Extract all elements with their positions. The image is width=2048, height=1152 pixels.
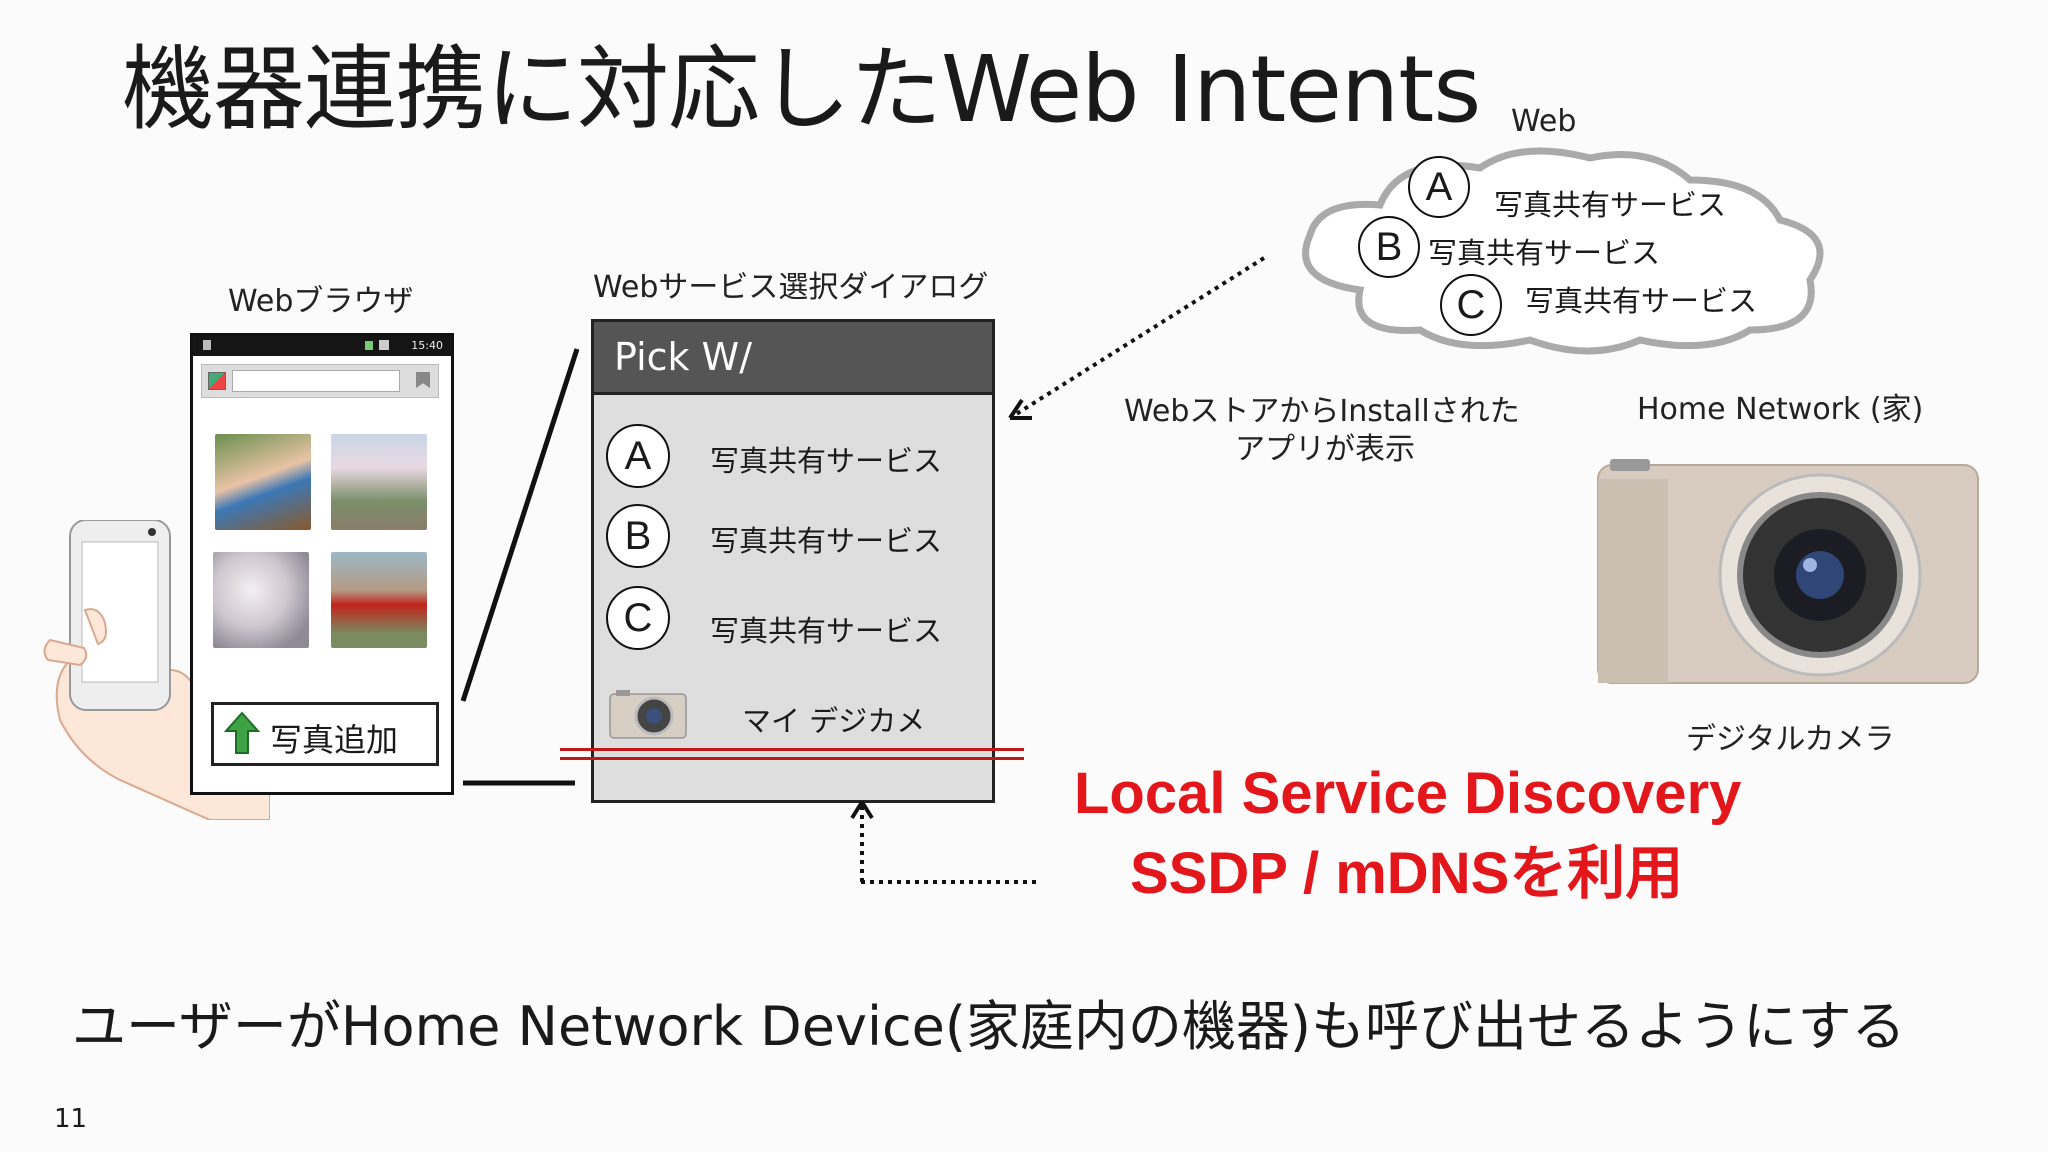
service-picker-dialog: Pick W/ A 写真共有サービス B 写真共有サービス C 写真共有サービス… (591, 319, 995, 803)
local-device-separator-line (560, 757, 1024, 760)
camera-caption: デジタルカメラ (1686, 722, 1895, 757)
page-number: 11 (54, 1104, 88, 1134)
cloud-service-label: 写真共有サービス (1494, 188, 1727, 222)
dialog-header: Pick W/ (594, 322, 992, 395)
cloud-service-letter-badge: C (1440, 274, 1502, 336)
service-label: 写真共有サービス (710, 444, 943, 478)
dotted-arrows (850, 256, 1266, 884)
discovery-heading: Local Service Discovery (1074, 761, 1742, 826)
upload-arrow-icon (223, 711, 261, 754)
cloud-service-label: 写真共有サービス (1525, 284, 1758, 318)
url-bar[interactable] (201, 364, 439, 398)
photo-blossom-thumbnail[interactable] (213, 552, 309, 648)
browser-mockup: 15:40 写真追加 (190, 333, 454, 795)
home-network-caption: Home Network (家) (1637, 392, 1924, 427)
add-photo-label: 写真追加 (270, 721, 399, 759)
url-input[interactable] (232, 370, 400, 392)
service-label: 写真共有サービス (710, 524, 943, 558)
camera-icon (609, 690, 687, 739)
local-device-separator-line (560, 748, 1024, 751)
discovery-protocols: SSDP / mDNSを利用 (1130, 841, 1684, 906)
status-time: 15:40 (411, 339, 443, 352)
photo-child-thumbnail[interactable] (215, 434, 311, 530)
device-label: マイ デジカメ (742, 704, 926, 738)
dialog-service-row[interactable]: B 写真共有サービス (606, 504, 976, 568)
bottom-caption: ユーザーがHome Network Device(家庭内の機器)も呼び出せるよう… (72, 995, 1906, 1058)
service-letter-badge: A (606, 424, 670, 488)
cloud-service-letter-badge: A (1408, 156, 1470, 218)
slide-title: 機器連携に対応したWeb Intents (122, 36, 1481, 143)
photo-river-thumbnail[interactable] (331, 434, 427, 530)
service-label: 写真共有サービス (710, 614, 943, 648)
dialog-caption: Webサービス選択ダイアログ (593, 270, 989, 305)
signal-icon (379, 340, 389, 350)
status-bar: 15:40 (193, 336, 451, 356)
browser-caption: Webブラウザ (228, 284, 414, 319)
battery-icon (365, 341, 373, 350)
dialog-device-row[interactable]: マイ デジカメ (608, 688, 978, 744)
store-note-line2: アプリが表示 (1235, 432, 1415, 467)
dialog-service-row[interactable]: C 写真共有サービス (606, 586, 976, 650)
notification-icon (203, 340, 211, 350)
cloud-service-label: 写真共有サービス (1428, 236, 1661, 270)
dialog-service-row[interactable]: A 写真共有サービス (606, 424, 976, 488)
zoom-connector-lines (460, 348, 580, 786)
site-favicon-icon (208, 372, 226, 390)
cloud-service-letter-badge: B (1358, 216, 1420, 278)
store-note-line1: WebストアからInstallされた (1124, 394, 1520, 429)
photo-statue-thumbnail[interactable] (331, 552, 427, 648)
service-letter-badge: C (606, 586, 670, 650)
cloud-caption: Web (1511, 104, 1577, 139)
service-letter-badge: B (606, 504, 670, 568)
bookmark-icon[interactable] (416, 372, 430, 388)
add-photo-button[interactable]: 写真追加 (211, 702, 439, 766)
digital-camera-illustration (1597, 459, 1979, 684)
